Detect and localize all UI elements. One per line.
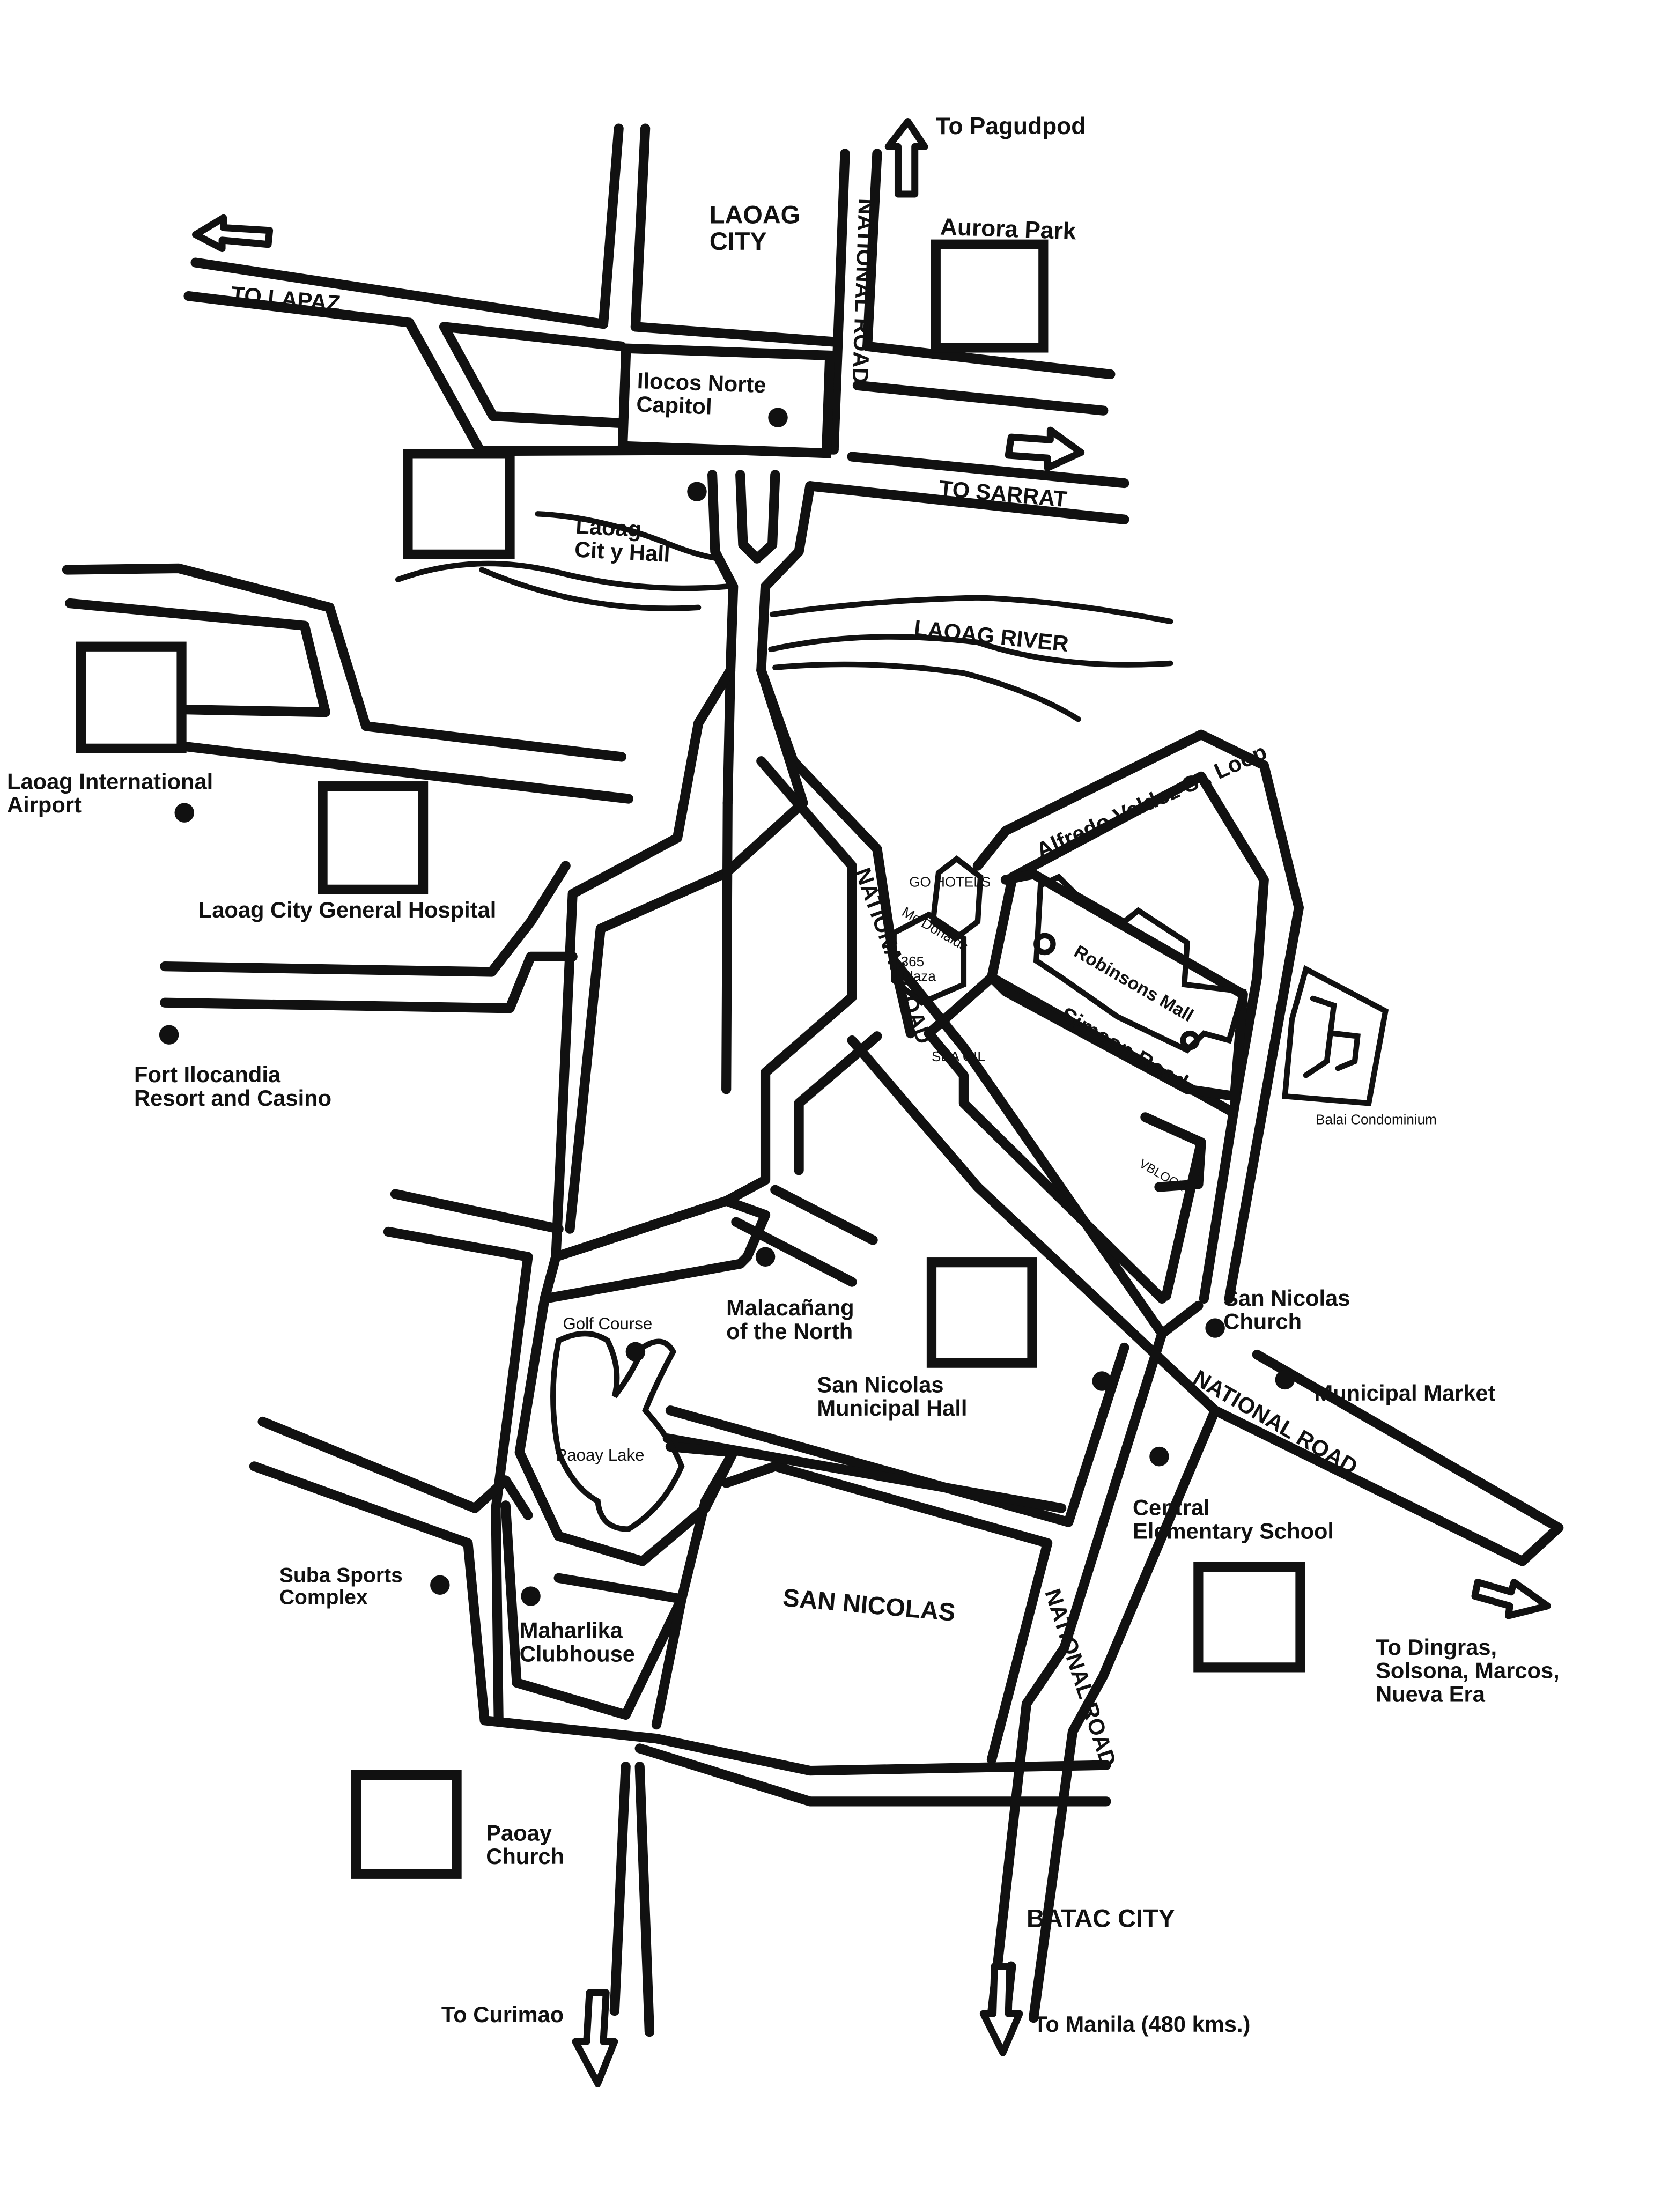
national-road-label-north: NATIONAL ROAD xyxy=(848,198,880,384)
balai-condominium-building xyxy=(1282,965,1389,1106)
balai-detail-2 xyxy=(1331,1030,1361,1071)
mall-circle-icon-2 xyxy=(1180,1030,1200,1050)
paoay-lake-label: Paoay Lake xyxy=(556,1446,644,1464)
robinsons-mall-building xyxy=(1033,874,1247,1054)
hospital-box xyxy=(318,781,429,894)
to-pagudpod-label: To Pagudpod xyxy=(936,113,1086,139)
paoay-lake xyxy=(514,1196,771,1566)
arrow-icon xyxy=(1005,426,1085,471)
to-dingras-label: To Dingras,Solsona, Marcos,Nueva Era xyxy=(1376,1634,1560,1706)
arrow-icon xyxy=(884,118,928,198)
arrow-icon xyxy=(572,1989,618,2087)
balai-detail xyxy=(1303,995,1337,1078)
mall-circle-icon xyxy=(1033,933,1056,956)
arrow-icon xyxy=(192,214,274,253)
mcdonalds-building xyxy=(891,911,967,1006)
location-dot-icon xyxy=(430,1575,450,1595)
airport-box xyxy=(76,641,187,753)
laoag-river-label: LAOAG RIVER xyxy=(913,615,1070,656)
balai-condominium-label: Balai Condominium xyxy=(1316,1111,1437,1127)
aurora-park-box xyxy=(931,239,1049,353)
san-nicolas-label: SAN NICOLAS xyxy=(781,1584,956,1626)
national-road-label-center: NATIONAL ROAD xyxy=(850,864,937,1047)
location-dot-icon xyxy=(755,1247,776,1267)
location-dot-icon xyxy=(768,408,788,427)
paoay-church-box xyxy=(351,1770,462,1879)
location-dot-icon xyxy=(174,803,194,823)
general-hospital-label: Laoag City General Hospital xyxy=(198,897,497,922)
sea-oil-label: SEA OIL xyxy=(932,1048,985,1064)
laoag-city-hall-label: LaoagCit y Hall xyxy=(574,513,672,567)
arrow-icon xyxy=(1471,1579,1551,1619)
national-road-label-south: NATIONAL ROAD xyxy=(1040,1586,1121,1770)
municipal-market-label: Municipal Market xyxy=(1315,1380,1496,1405)
location-dot-icon xyxy=(687,482,707,501)
direction-arrows xyxy=(192,118,1551,2087)
road-network xyxy=(62,123,1564,2037)
location-dot-icon xyxy=(521,1586,541,1606)
location-dot-icon xyxy=(159,1025,179,1045)
golf-course-label: Golf Course xyxy=(563,1314,652,1333)
landmark-box-icon xyxy=(403,449,515,559)
location-dot-icon xyxy=(625,1342,646,1362)
to-manila-label: To Manila (480 kms.) xyxy=(1033,2011,1250,2037)
batac-city-label: BATAC CITY xyxy=(1027,1905,1175,1933)
location-dot-icon xyxy=(1205,1318,1225,1338)
capitol-label: Ilocos NorteCapitol xyxy=(636,368,767,421)
landmark-boxes xyxy=(76,239,1389,1879)
location-dot-icon xyxy=(1092,1371,1112,1391)
go-hotels-building xyxy=(930,855,984,942)
elementary-school-box xyxy=(1193,1562,1305,1673)
aurora-park-label: Aurora Park xyxy=(940,214,1076,245)
lake-outline xyxy=(550,1330,685,1532)
laoag-river xyxy=(395,511,1173,722)
location-dots xyxy=(159,408,1295,1606)
location-dot-icon xyxy=(1275,1370,1295,1390)
go-hotels-label: GO HOTELS xyxy=(909,874,991,890)
to-curimao-label: To Curimao xyxy=(441,2002,564,2027)
location-dot-icon xyxy=(1149,1446,1169,1467)
municipal-hall-box xyxy=(926,1257,1037,1368)
arrow-icon xyxy=(979,1963,1023,2056)
